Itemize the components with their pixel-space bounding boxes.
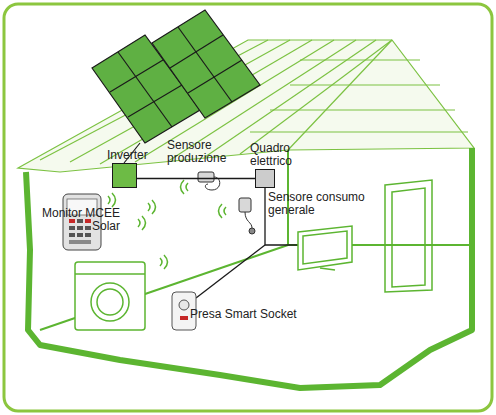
switchboard-box: Quadro elettrico xyxy=(255,169,275,188)
frame xyxy=(4,4,492,411)
sensor-label: Sensore produzione xyxy=(167,139,239,165)
node-label: Inverter xyxy=(107,149,167,164)
cable-connector xyxy=(137,178,255,179)
door xyxy=(385,180,432,292)
production-sensor xyxy=(198,172,220,190)
television xyxy=(298,226,352,270)
wireless-waves xyxy=(108,180,226,269)
sensor-label: Sensore consumo generale xyxy=(268,191,372,217)
roof xyxy=(18,40,474,172)
consumption-sensor xyxy=(239,198,255,234)
socket-label: Presa Smart Socket xyxy=(190,308,320,321)
monitor-label: Monitor MCEE Solar xyxy=(38,207,120,233)
house-walls xyxy=(26,148,472,388)
washing-machine xyxy=(75,262,145,330)
node-label: Quadro elettrico xyxy=(250,142,306,170)
inverter-box: Inverter xyxy=(112,163,137,188)
